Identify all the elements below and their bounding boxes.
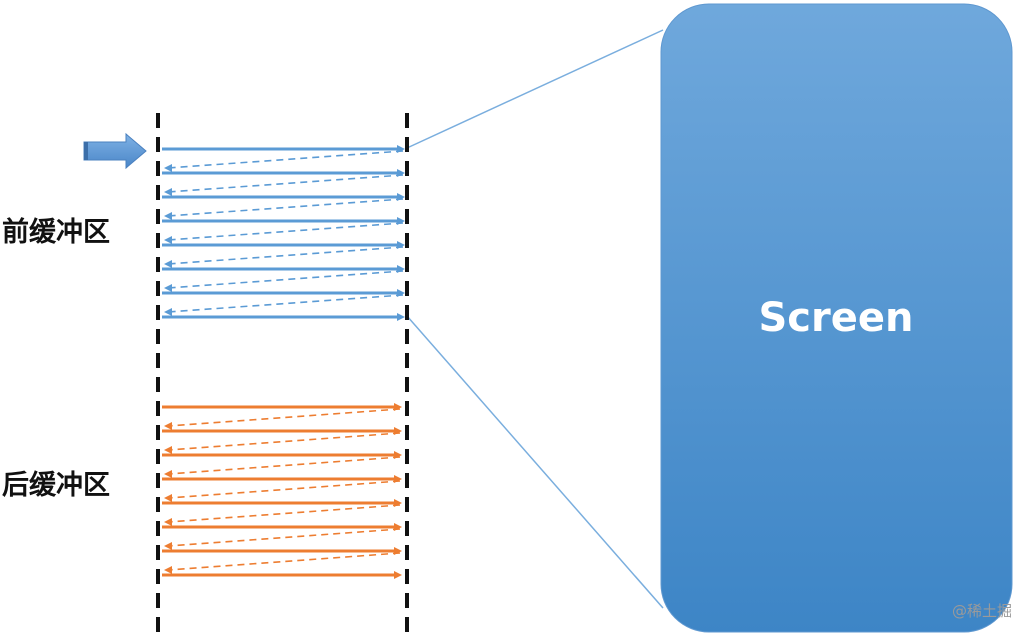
front-buffer-label: 前缓冲区 xyxy=(2,217,110,248)
back-retrace-arrowhead xyxy=(164,470,172,478)
front-retrace-arrowhead xyxy=(164,260,172,268)
back-retrace-line xyxy=(167,504,401,523)
watermark: @稀土掘 xyxy=(952,602,1013,620)
back-retrace-line xyxy=(167,408,401,427)
front-buffer-scanlines xyxy=(162,145,405,321)
back-scanline-arrowhead xyxy=(394,571,402,579)
back-retrace-arrowhead xyxy=(164,446,172,454)
connector-top xyxy=(406,29,664,149)
front-retrace-line xyxy=(167,246,404,265)
back-retrace-line xyxy=(167,480,401,499)
back-retrace-line xyxy=(167,432,401,451)
back-retrace-line xyxy=(167,552,401,571)
connector-bottom xyxy=(406,315,664,609)
back-retrace-arrowhead xyxy=(164,422,172,430)
screen-label: Screen xyxy=(758,295,914,341)
front-retrace-line xyxy=(167,294,404,313)
front-retrace-arrowhead xyxy=(164,212,172,220)
front-retrace-line xyxy=(167,174,404,193)
back-retrace-line xyxy=(167,528,401,547)
back-buffer-scanlines xyxy=(162,403,402,579)
right-arrow-icon xyxy=(83,132,147,170)
back-retrace-arrowhead xyxy=(164,494,172,502)
front-retrace-arrowhead xyxy=(164,284,172,292)
back-retrace-arrowhead xyxy=(164,518,172,526)
back-retrace-arrowhead xyxy=(164,542,172,550)
front-retrace-arrowhead xyxy=(164,164,172,172)
front-retrace-arrowhead xyxy=(164,188,172,196)
front-retrace-line xyxy=(167,150,404,169)
front-retrace-arrowhead xyxy=(164,308,172,316)
back-buffer-label: 后缓冲区 xyxy=(2,470,110,501)
back-retrace-line xyxy=(167,456,401,475)
front-retrace-arrowhead xyxy=(164,236,172,244)
front-retrace-line xyxy=(167,198,404,217)
front-scanline-arrowhead xyxy=(397,313,405,321)
front-retrace-line xyxy=(167,270,404,289)
front-retrace-line xyxy=(167,222,404,241)
screen-panel xyxy=(660,3,1013,633)
back-retrace-arrowhead xyxy=(164,566,172,574)
